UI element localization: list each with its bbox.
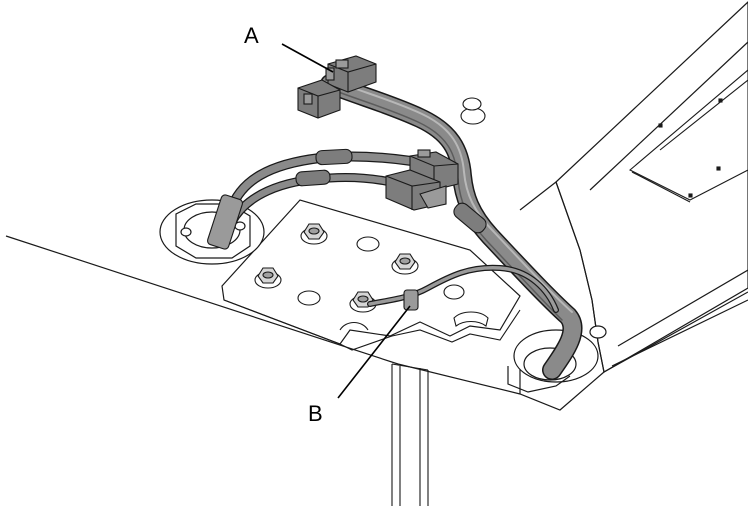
callout-a-label: A: [244, 23, 259, 48]
mounting-bracket: [221, 199, 521, 351]
hex-bolt: [300, 223, 328, 245]
callout-b-leader: [337, 305, 411, 399]
connector-top: [297, 55, 377, 119]
support-post: [391, 363, 429, 506]
bolt-holes: [297, 97, 486, 306]
cabinet-opening: [629, 69, 748, 203]
callout-a-leader: [281, 43, 334, 73]
cabinet-panel: [555, 1, 748, 373]
hex-bolts: [254, 223, 419, 313]
hex-bolt: [391, 253, 419, 275]
hex-bolt: [254, 267, 282, 289]
callout-a: A: [244, 23, 334, 73]
cable-sleeves: [206, 148, 487, 311]
callout-b: B: [308, 305, 411, 426]
connector-middle: [385, 149, 459, 211]
callout-b-label: B: [308, 401, 323, 426]
ground-wire: [367, 264, 559, 313]
